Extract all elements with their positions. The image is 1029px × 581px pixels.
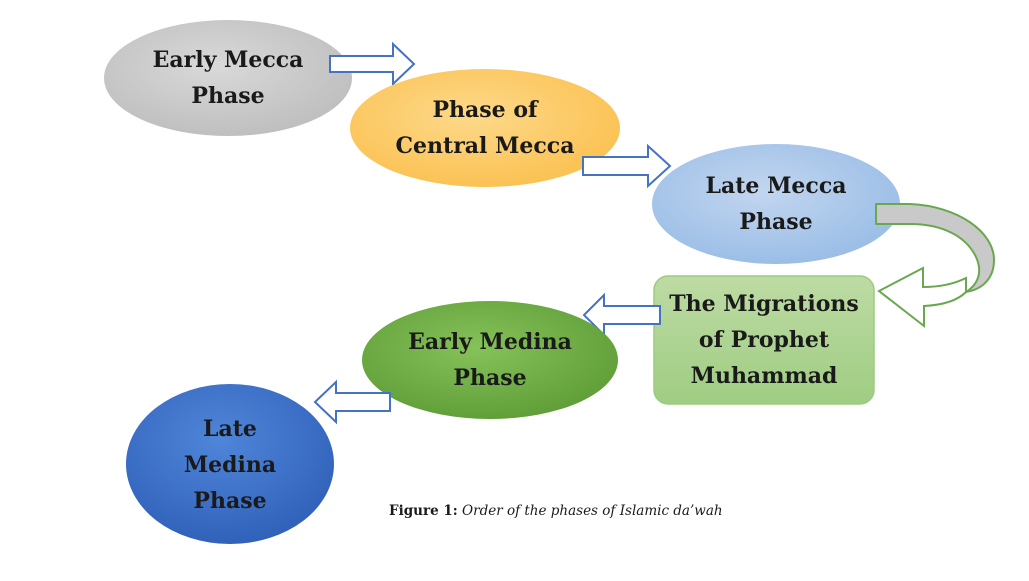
central-mecca-line2: Central Mecca <box>395 133 575 159</box>
late-medina-label: Late Medina Phase <box>150 410 310 520</box>
late-medina-line2: Medina <box>183 452 277 478</box>
arrow-left-4 <box>313 379 391 425</box>
caption-label: Figure 1: <box>389 503 458 519</box>
early-mecca-ellipse <box>104 20 352 136</box>
migrations-label: The Migrations of Prophet Muhammad <box>654 284 874 396</box>
migrations-line1: The Migrations <box>669 291 859 317</box>
arrow-right-1 <box>329 41 416 87</box>
curved-arrow-head <box>877 266 967 329</box>
late-mecca-line2: Phase <box>739 209 813 235</box>
early-medina-label: Early Medina Phase <box>380 322 600 398</box>
early-mecca-label: Early Mecca Phase <box>128 40 328 116</box>
late-mecca-ellipse <box>652 144 900 264</box>
early-mecca-line1: Early Mecca <box>152 47 304 73</box>
late-medina-line1: Late <box>203 416 257 442</box>
late-mecca-label: Late Mecca Phase <box>676 166 876 242</box>
curved-arrow-band <box>875 203 995 293</box>
caption-text: Order of the phases of Islamic da’wah <box>462 503 723 519</box>
central-mecca-line1: Phase of <box>432 97 538 123</box>
early-mecca-line2: Phase <box>191 83 265 109</box>
early-medina-ellipse <box>362 301 618 419</box>
late-medina-line3: Phase <box>193 488 267 514</box>
migrations-line3: Muhammad <box>690 363 838 389</box>
arrow-left-3 <box>582 292 661 338</box>
arrow-right-2 <box>582 143 672 189</box>
migrations-line2: of Prophet <box>698 327 830 353</box>
central-mecca-ellipse <box>350 69 620 187</box>
migrations-box <box>653 275 875 405</box>
figure-caption: Figure 1: Order of the phases of Islamic… <box>389 503 809 519</box>
early-medina-line2: Phase <box>453 365 527 391</box>
early-medina-line1: Early Medina <box>408 329 572 355</box>
late-medina-circle <box>126 384 334 544</box>
late-mecca-line1: Late Mecca <box>705 173 847 199</box>
central-mecca-label: Phase of Central Mecca <box>375 90 595 166</box>
